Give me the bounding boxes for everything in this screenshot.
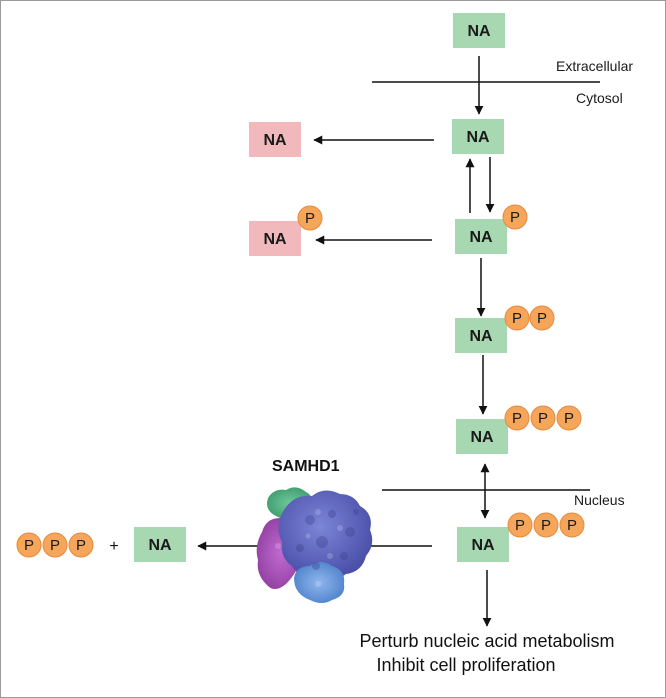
- phosphate-circle: [16, 532, 42, 558]
- phosphate-circle: [42, 532, 68, 558]
- extracellular-label: Extracellular: [556, 58, 633, 74]
- phosphate-label: P: [510, 209, 520, 226]
- phosphate-circle: [556, 405, 582, 431]
- na-label: NA: [467, 23, 491, 40]
- na-label: NA: [263, 231, 287, 248]
- phosphate-circle: [502, 204, 528, 230]
- na-label: NA: [263, 132, 287, 149]
- phosphate-label: P: [305, 210, 315, 227]
- samhd1-label: SAMHD1: [272, 458, 340, 475]
- samhd1-blue-subunit: [278, 490, 373, 581]
- na-label: NA: [469, 328, 493, 345]
- triphosphate-product: P P P: [16, 532, 94, 558]
- na-label: NA: [466, 129, 490, 146]
- na-cytosol: NA: [452, 119, 504, 154]
- phosphate-label: P: [541, 517, 551, 534]
- phosphate-label: P: [50, 537, 60, 554]
- nucleus-label: Nucleus: [574, 492, 625, 508]
- outcome-line-1: Perturb nucleic acid metabolism: [359, 631, 614, 651]
- phosphate-label: P: [538, 410, 548, 427]
- na-monophosphate-effluxed: NA P: [249, 205, 323, 256]
- na-product: NA: [134, 527, 186, 562]
- phosphate-label: P: [567, 517, 577, 534]
- na-effluxed: NA: [249, 122, 301, 157]
- na-diphosphate: NA P P: [455, 305, 555, 353]
- phosphate-label: P: [564, 410, 574, 427]
- phosphate-label: P: [24, 537, 34, 554]
- samhd1-cyan-subunit: [294, 562, 345, 603]
- outcome-line-2: Inhibit cell proliferation: [376, 655, 555, 675]
- phosphate-label: P: [515, 517, 525, 534]
- na-label: NA: [471, 537, 495, 554]
- phosphate-circle: [68, 532, 94, 558]
- phosphate-label: P: [512, 310, 522, 327]
- cytosol-label: Cytosol: [576, 90, 623, 106]
- plus-sign: +: [109, 538, 118, 555]
- phosphate-circle: [530, 405, 556, 431]
- phosphate-circle: [529, 305, 555, 331]
- na-triphosphate-cytosol: NA P P P: [456, 405, 582, 454]
- na-label: NA: [469, 229, 493, 246]
- na-extracellular: NA: [453, 13, 505, 48]
- phosphate-label: P: [76, 537, 86, 554]
- na-monophosphate: NA P: [455, 204, 528, 254]
- phosphate-label: P: [512, 410, 522, 427]
- phosphate-circle: [297, 205, 323, 231]
- phosphate-circle: [559, 512, 585, 538]
- phosphate-circle: [504, 305, 530, 331]
- samhd1-protein-structure: [256, 487, 373, 603]
- na-label: NA: [148, 537, 172, 554]
- phosphate-circle: [507, 512, 533, 538]
- na-triphosphate-nucleus: NA P P P: [457, 512, 585, 562]
- na-label: NA: [470, 429, 494, 446]
- phosphate-circle: [504, 405, 530, 431]
- phosphate-label: P: [537, 310, 547, 327]
- phosphate-circle: [533, 512, 559, 538]
